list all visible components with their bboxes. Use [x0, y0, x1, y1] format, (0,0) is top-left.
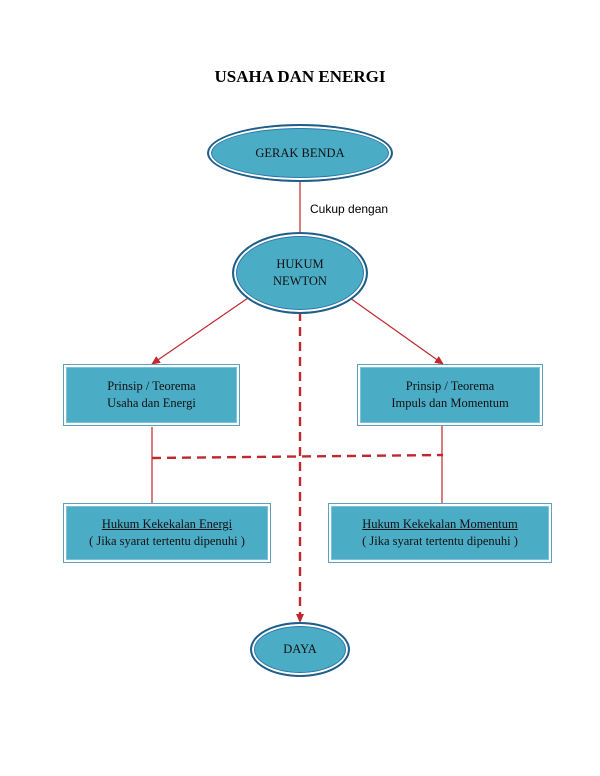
node-kekekalan-energi: Hukum Kekekalan Energi ( Jika syarat ter…	[63, 503, 271, 563]
node-usaha-energi: Prinsip / Teorema Usaha dan Energi	[63, 364, 240, 426]
node-gerak-benda-text: GERAK BENDA	[255, 145, 345, 160]
node-hukum-newton: HUKUM NEWTON	[232, 232, 368, 314]
node-usaha-energi-line1: Prinsip / Teorema	[107, 379, 196, 393]
node-kekekalan-energi-line2: ( Jika syarat tertentu dipenuhi )	[89, 534, 245, 548]
arrow-hukum-usaha	[151, 297, 249, 365]
node-kekekalan-energi-line1: Hukum Kekekalan Energi	[101, 517, 233, 531]
node-impuls-momentum-line2: Impuls dan Momentum	[391, 396, 509, 410]
node-kekekalan-momentum-line1: Hukum Kekekalan Momentum	[362, 517, 518, 531]
node-impuls-momentum: Prinsip / Teorema Impuls dan Momentum	[357, 364, 543, 426]
diagram-title: USAHA DAN ENERGI	[214, 67, 386, 86]
node-kekekalan-momentum: Hukum Kekekalan Momentum ( Jika syarat t…	[328, 503, 552, 563]
node-daya: DAYA	[250, 622, 350, 677]
dashed-link-horizontal	[151, 453, 444, 460]
node-hukum-newton-line1: HUKUM	[276, 257, 324, 271]
node-impuls-momentum-line1: Prinsip / Teorema	[405, 379, 495, 393]
node-daya-text: DAYA	[283, 642, 317, 656]
node-kekekalan-momentum-line2: ( Jika syarat tertentu dipenuhi )	[362, 534, 518, 548]
edge-label-cukup-dengan: Cukup dengan	[310, 202, 389, 216]
node-usaha-energi-line2: Usaha dan Energi	[107, 396, 196, 410]
node-gerak-benda: GERAK BENDA	[207, 124, 393, 182]
node-hukum-newton-line2: NEWTON	[273, 274, 327, 288]
arrow-hukum-impuls	[349, 297, 444, 365]
